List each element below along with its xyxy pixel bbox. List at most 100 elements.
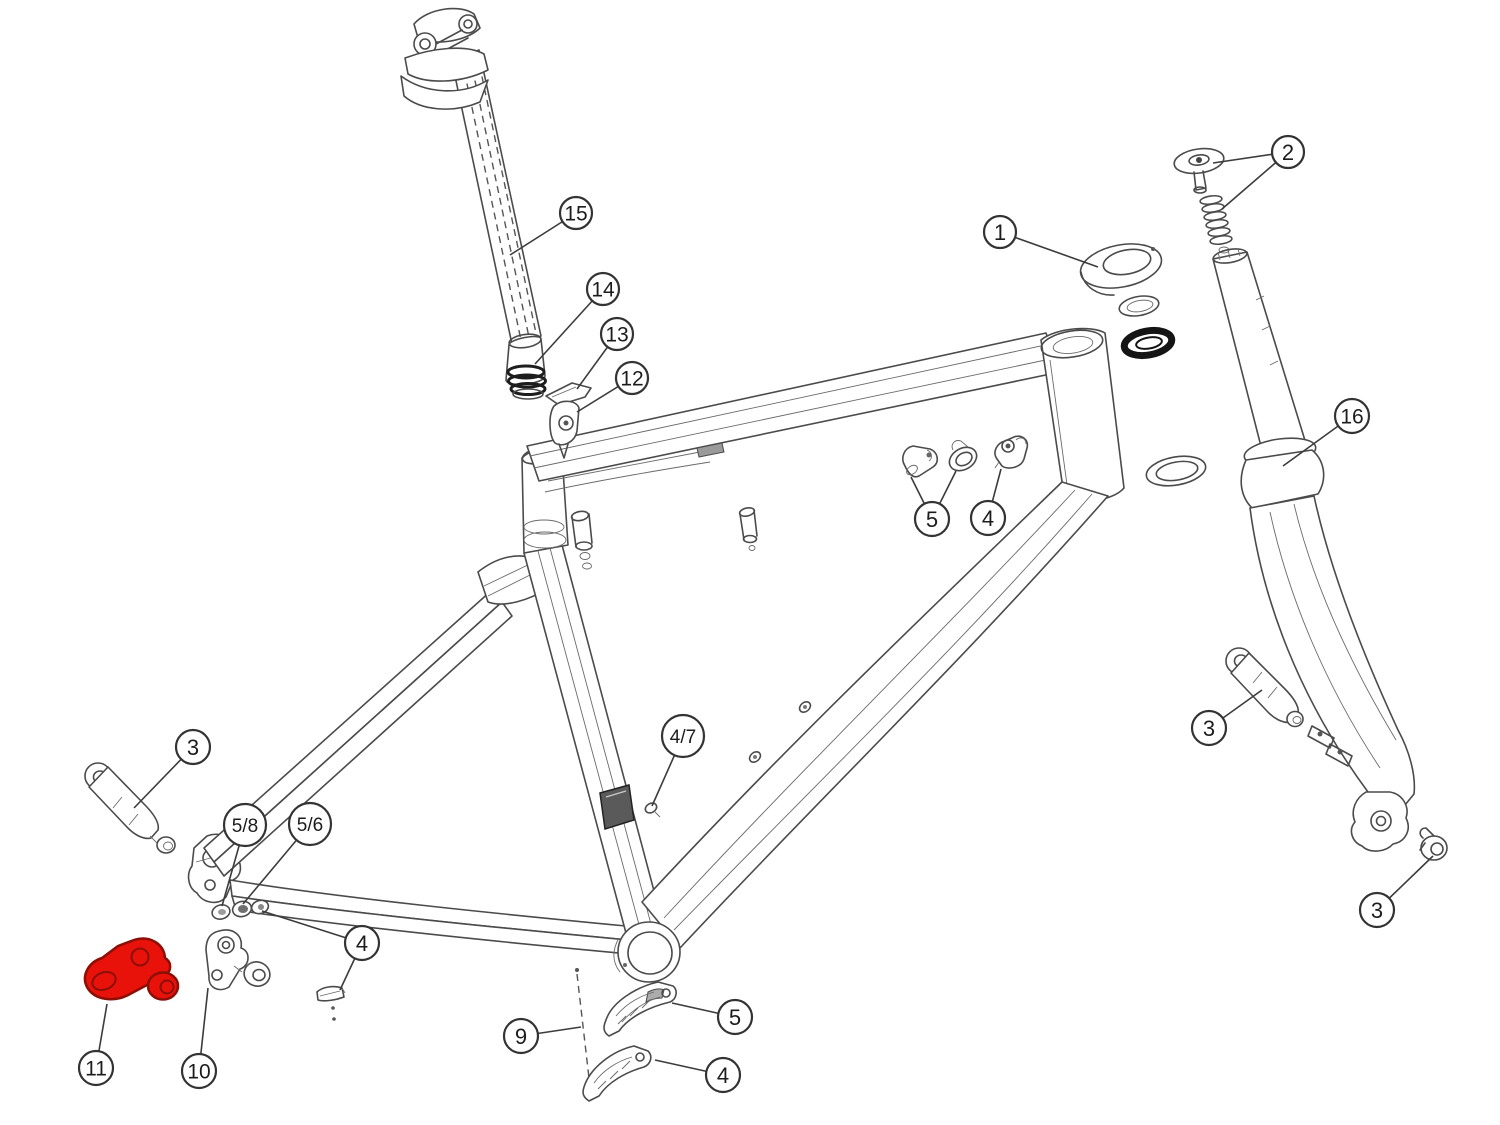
- derailleur-hanger-part-10: [205, 929, 249, 991]
- chain-guide-lower-part-4: [582, 1045, 652, 1102]
- callout-3[interactable]: 3: [1190, 689, 1263, 747]
- callout-circle[interactable]: [558, 195, 594, 231]
- callout-2[interactable]: 2: [1212, 134, 1306, 210]
- down-tube: [641, 481, 1109, 949]
- front-thru-axle-part-3: [1225, 647, 1304, 728]
- callout-5[interactable]: 5: [910, 470, 957, 538]
- highlighted-hanger-extension-part-11[interactable]: [83, 937, 180, 1001]
- callout-number: 12: [620, 368, 643, 391]
- callout-number: 9: [515, 1024, 527, 1049]
- callout-3[interactable]: 3: [1358, 855, 1434, 929]
- cable-port-plug-part-5: [902, 445, 939, 478]
- headset-spacer-ring: [1118, 295, 1160, 317]
- fork-axle-insert-part-3: [1419, 827, 1448, 861]
- seat-tube: [521, 445, 667, 949]
- callout-9[interactable]: 9: [502, 1017, 582, 1055]
- callout-circle[interactable]: [1190, 709, 1228, 747]
- callout-number: 14: [591, 279, 615, 302]
- toptube-wedge-bolt: [738, 506, 758, 551]
- callout-number: 5/6: [297, 815, 323, 836]
- highlight-part-foot: [91, 971, 117, 991]
- callout-number: 11: [85, 1058, 107, 1081]
- callout-circle[interactable]: [716, 998, 754, 1036]
- chainstay-guard-piece: [316, 985, 346, 1021]
- callout-4[interactable]: 4: [654, 1056, 742, 1094]
- callout-circle[interactable]: [1358, 891, 1396, 929]
- seatpost-plug-part-14: [505, 333, 547, 400]
- callout-circle[interactable]: [913, 500, 951, 538]
- internal-guide-tube-part-9: [575, 968, 590, 1079]
- headset-upper-bearing: [1120, 326, 1176, 360]
- callout-number: 1: [994, 220, 1006, 245]
- callout-5-6[interactable]: 5/6: [242, 801, 333, 905]
- hanger-washer: [243, 961, 271, 987]
- callout-leader-line: [999, 231, 1099, 268]
- callout-circle[interactable]: [343, 924, 381, 962]
- callout-number: 5: [926, 507, 938, 532]
- headset-lower-ring: [1145, 455, 1207, 487]
- top-tube: [526, 332, 1061, 493]
- callout-circle[interactable]: [614, 360, 650, 396]
- callout-4-7[interactable]: 4/7: [651, 713, 706, 807]
- callout-number: 4: [717, 1063, 729, 1088]
- callout-5-8[interactable]: 5/8: [221, 802, 268, 907]
- callout-circle[interactable]: [287, 801, 333, 847]
- chain-guide-upper-part-5: [603, 981, 677, 1037]
- callout-12[interactable]: 12: [576, 360, 650, 413]
- callout-circle[interactable]: [704, 1056, 742, 1094]
- callout-number: 3: [187, 735, 199, 760]
- callout-4[interactable]: 4: [261, 910, 381, 991]
- fork-part-16: [1212, 248, 1416, 852]
- callout-number: 4: [356, 931, 368, 956]
- callout-circle[interactable]: [599, 316, 635, 352]
- callout-circle[interactable]: [222, 802, 268, 848]
- callout-circle[interactable]: [77, 1049, 115, 1087]
- seat-clamp-bolt-in-frame: [570, 510, 593, 570]
- callout-circle[interactable]: [585, 271, 621, 307]
- highlight-part-cap-hole: [159, 979, 175, 995]
- port-bolt-part-4: [994, 435, 1029, 469]
- callout-number: 4: [982, 506, 994, 531]
- callout-5[interactable]: 5: [671, 998, 754, 1036]
- headset-expander-spring-part-2: [1199, 194, 1233, 254]
- callout-number: 16: [1340, 406, 1363, 429]
- headset-topcap-bolt-part-2: [1173, 147, 1225, 194]
- callout-circle[interactable]: [1270, 134, 1306, 170]
- callout-circle[interactable]: [969, 499, 1007, 537]
- bottom-bracket: [613, 921, 681, 983]
- head-tube: [1040, 327, 1125, 502]
- callout-number: 3: [1203, 716, 1215, 741]
- callout-circle[interactable]: [660, 713, 706, 759]
- callout-circle[interactable]: [180, 1052, 218, 1090]
- chain-stays: [229, 879, 631, 955]
- callout-15[interactable]: 15: [509, 195, 594, 256]
- callout-number: 3: [1371, 898, 1383, 923]
- highlight-part-hole: [130, 947, 150, 967]
- callout-14[interactable]: 14: [534, 271, 621, 365]
- callout-10[interactable]: 10: [180, 987, 218, 1090]
- front-derailleur-mount: [599, 784, 635, 830]
- callout-number: 13: [605, 324, 628, 347]
- callout-number: 10: [187, 1061, 210, 1084]
- callout-3[interactable]: 3: [133, 728, 212, 809]
- callout-4[interactable]: 4: [969, 468, 1007, 537]
- callout-16[interactable]: 16: [1282, 397, 1371, 467]
- frame-grommets-5-8-5-6: [211, 899, 270, 920]
- rear-thru-axle-part-3: [84, 762, 176, 854]
- callout-circle[interactable]: [502, 1017, 540, 1055]
- callout-11[interactable]: 11: [77, 1003, 115, 1087]
- callout-number: 5: [729, 1005, 741, 1030]
- downtube-bolt-part-4-7: [644, 802, 661, 818]
- callout-number: 4/7: [670, 727, 696, 748]
- callout-number: 2: [1282, 140, 1294, 165]
- headset-cover-part-1: [1079, 243, 1163, 296]
- callout-circle[interactable]: [982, 214, 1018, 250]
- callout-circle[interactable]: [1333, 397, 1371, 435]
- seatpost-part-15: [400, 7, 542, 350]
- callout-13[interactable]: 13: [576, 316, 635, 390]
- callout-1[interactable]: 1: [982, 214, 1099, 268]
- seatpost-clamp-part-12: [549, 400, 580, 459]
- callout-circle[interactable]: [174, 728, 212, 766]
